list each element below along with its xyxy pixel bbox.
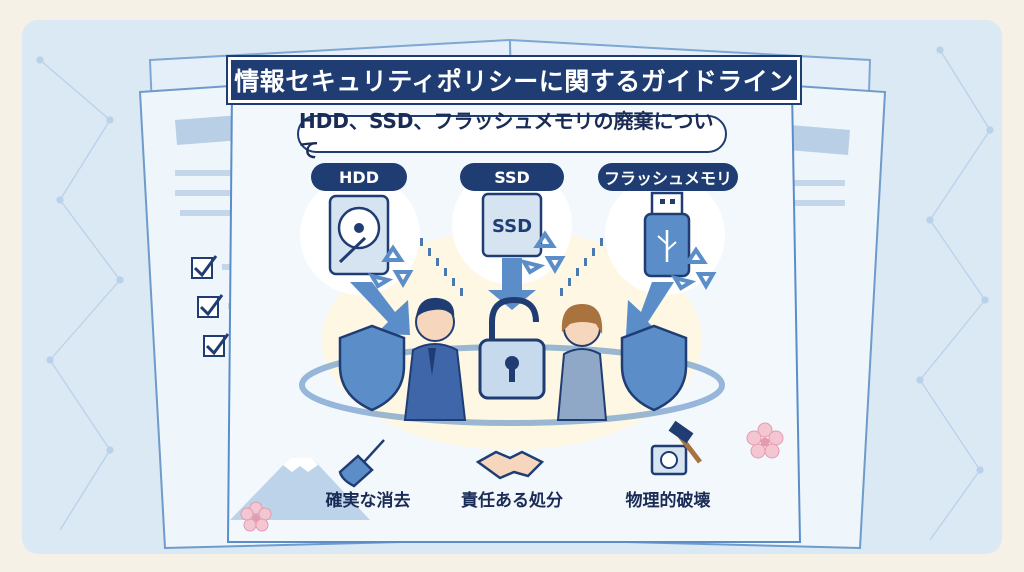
method-label-erase: 確実な消去 <box>325 491 411 511</box>
network-pattern-right <box>916 46 994 541</box>
network-pattern-left <box>36 56 124 531</box>
shield-icon <box>620 324 688 412</box>
sakura-icon <box>746 422 784 459</box>
recycle-icon <box>367 244 414 289</box>
arrow-down-icon <box>488 258 536 310</box>
mount-fuji-icon <box>230 458 370 520</box>
handshake-icon <box>475 450 545 480</box>
arrow-down-right-icon <box>350 282 410 335</box>
businesswoman-figure <box>556 304 608 421</box>
hdd-icon <box>328 194 390 276</box>
page-subtitle: HDD、SSD、フラッシュメモリの廃棄について <box>297 109 727 162</box>
businessman-figure <box>403 297 467 421</box>
binary-stream-icon <box>420 238 603 296</box>
device-tag-flash-memory: フラッシュメモリ <box>598 163 738 191</box>
recycle-icon <box>519 230 566 275</box>
broom-icon <box>338 439 385 488</box>
recycle-icon <box>670 246 717 291</box>
sakura-icon <box>240 501 272 532</box>
method-label-disposal: 責任ある処分 <box>461 491 563 511</box>
ssd-chip-label: SSD <box>492 216 532 237</box>
device-tag-ssd: SSD <box>460 163 564 191</box>
page-title: 情報セキュリティポリシーに関するガイドライン <box>228 57 800 103</box>
hammer-icon <box>650 420 702 476</box>
usb-flash-icon <box>643 191 691 278</box>
padlock-unlocked-icon <box>478 296 546 400</box>
shield-icon <box>338 324 406 412</box>
ssd-icon: SSD <box>481 192 543 258</box>
arrow-down-left-icon <box>626 282 674 335</box>
method-label-destruction: 物理的破壊 <box>625 491 711 511</box>
device-tag-hdd: HDD <box>311 163 407 191</box>
